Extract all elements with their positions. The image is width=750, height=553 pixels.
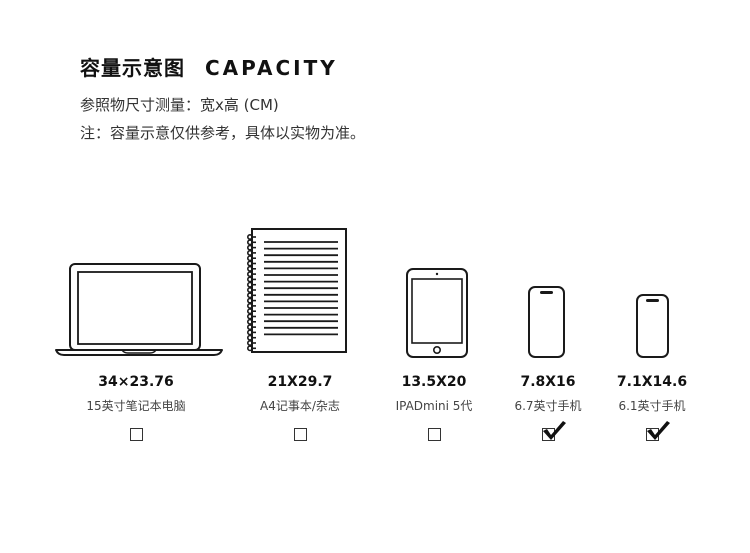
header: 容量示意图 CAPACITY 参照物尺寸测量：宽x高 (CM) 注：容量示意仅供… <box>80 52 700 144</box>
item-name: A4记事本/杂志 <box>260 399 340 413</box>
item-size: 7.1X14.6 <box>616 374 688 390</box>
laptop-icon <box>55 263 223 356</box>
phone-icon <box>528 286 565 358</box>
measure-note: 参照物尺寸测量：宽x高 (CM) <box>80 96 279 114</box>
item-notebook: 21X29.7 A4记事本/杂志 <box>240 374 360 441</box>
tablet-icon <box>406 268 468 358</box>
checkbox[interactable] <box>427 428 441 441</box>
checkbox[interactable] <box>541 421 566 441</box>
checkbox[interactable] <box>645 421 670 441</box>
checkbox[interactable] <box>293 428 307 441</box>
item-size: 21X29.7 <box>267 374 333 390</box>
item-name: IPADmini 5代 <box>395 399 473 413</box>
item-phone-61: 7.1X14.6 6.1英寸手机 <box>600 374 704 441</box>
check-icon <box>542 421 566 440</box>
notebook-icon <box>246 228 347 353</box>
checkbox[interactable] <box>129 428 143 441</box>
reference-note: 注：容量示意仅供参考，具体以实物为准。 <box>80 124 366 142</box>
item-size: 34×23.76 <box>98 374 174 390</box>
page-title-english: CAPACITY <box>205 56 338 80</box>
item-size: 7.8X16 <box>520 374 576 390</box>
item-name: 6.1英寸手机 <box>618 399 686 413</box>
item-tablet: 13.5X20 IPADmini 5代 <box>374 374 494 441</box>
phone-icon <box>636 294 669 358</box>
item-name: 6.7英寸手机 <box>514 399 582 413</box>
item-phone-67: 7.8X16 6.7英寸手机 <box>496 374 600 441</box>
title-row: 容量示意图 CAPACITY <box>80 52 700 86</box>
check-icon <box>646 421 670 440</box>
item-name: 15英寸笔记本电脑 <box>86 399 186 413</box>
item-size: 13.5X20 <box>401 374 467 390</box>
item-laptop: 34×23.76 15英寸笔记本电脑 <box>76 374 196 441</box>
page-title: 容量示意图 <box>80 56 185 80</box>
